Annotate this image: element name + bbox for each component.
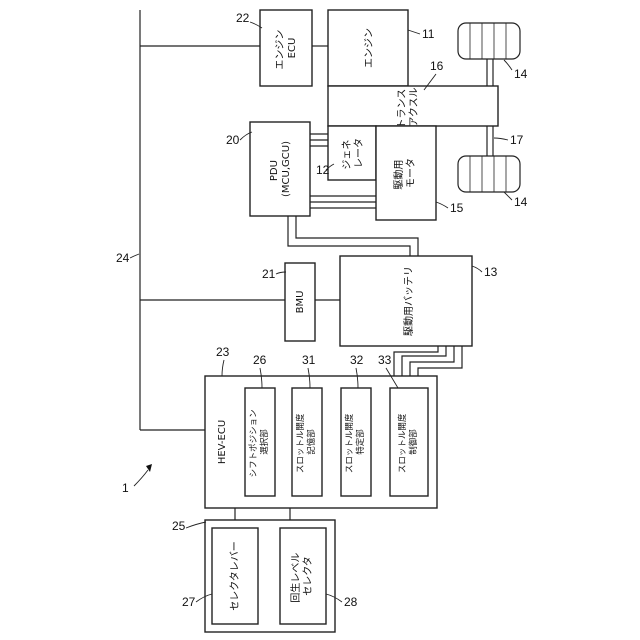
- selector-unit-block: セレクタレバー 回生レベル セレクタ: [205, 520, 335, 632]
- ref-26: 26: [253, 353, 267, 367]
- ref-14a: 14: [514, 67, 528, 81]
- ref-13: 13: [484, 265, 498, 279]
- ref-17: 17: [510, 133, 524, 147]
- hev-ecu-label: HEV-ECU: [217, 420, 228, 464]
- ref-12: 12: [316, 163, 330, 177]
- selector-lever-label: セレクタレバー: [229, 541, 241, 611]
- motor-label: 駆動用 モータ: [392, 156, 417, 189]
- ref-1: 1: [122, 481, 129, 495]
- ref-23: 23: [216, 345, 230, 359]
- transaxle-block: トランス アクスル: [328, 86, 498, 129]
- motor-block: 駆動用 モータ: [376, 126, 436, 220]
- pdu-block: PDU (MCU,GCU): [250, 122, 310, 216]
- regen-selector-label: 回生レベル セレクタ: [289, 549, 314, 602]
- ref-21: 21: [262, 267, 276, 281]
- ref-25: 25: [172, 519, 186, 533]
- ref-28: 28: [344, 595, 358, 609]
- wheel-top: [458, 23, 520, 59]
- engine-block: エンジン: [328, 10, 408, 86]
- bmu-block: BMU: [285, 263, 315, 341]
- ref-16: 16: [430, 59, 444, 73]
- ref-11: 11: [422, 27, 435, 41]
- ref-20: 20: [226, 133, 240, 147]
- ref-15: 15: [450, 201, 464, 215]
- generator-block: ジェネ レータ: [328, 126, 376, 180]
- ref-27: 27: [182, 595, 196, 609]
- battery-ecu-lines: [394, 346, 462, 376]
- battery-block: 駆動用バッテリ: [340, 256, 472, 346]
- battery-label: 駆動用バッテリ: [402, 266, 415, 336]
- hev-ecu-block: HEV-ECU シフトポジション 選択部 スロットル開度 記憶部 スロットル開度…: [205, 376, 437, 508]
- ref-24: 24: [116, 251, 130, 265]
- ref-33: 33: [378, 353, 392, 367]
- wheel-bottom: [458, 156, 520, 192]
- engine-ecu-block: エンジン ECU: [260, 10, 312, 86]
- bmu-label: BMU: [295, 291, 306, 314]
- ref-32: 32: [350, 353, 364, 367]
- ref-31: 31: [302, 353, 316, 367]
- ref-14b: 14: [514, 195, 528, 209]
- engine-label: エンジン: [364, 28, 375, 68]
- ref-22: 22: [236, 11, 250, 25]
- ecu-selector-lines: [235, 508, 290, 520]
